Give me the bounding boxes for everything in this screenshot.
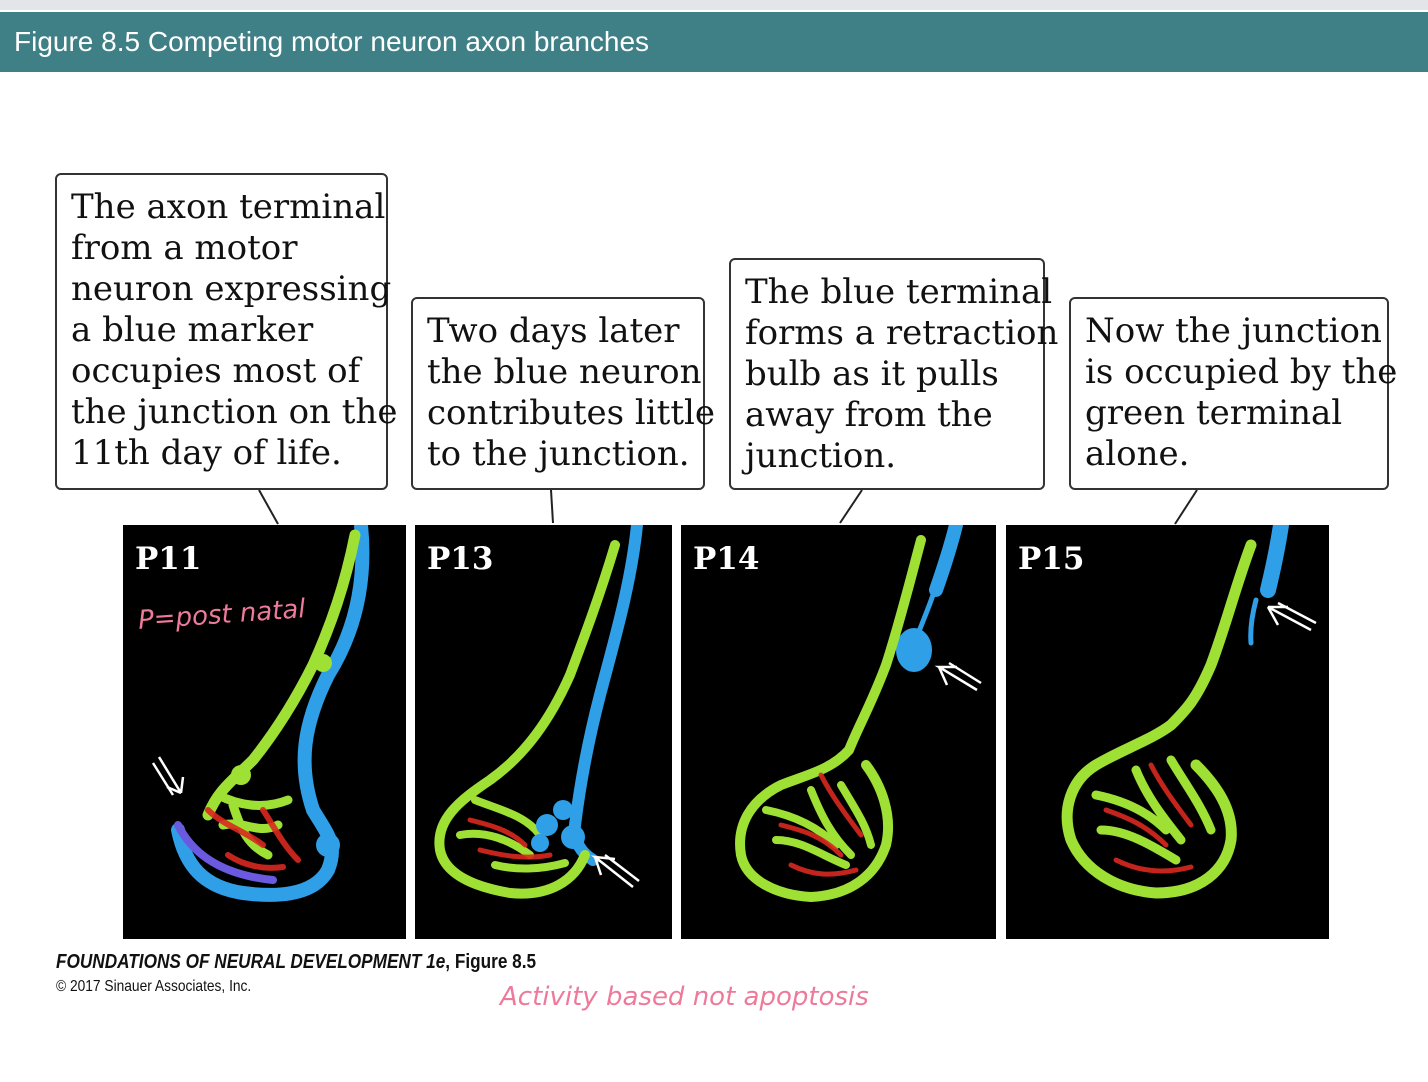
callout-p14-line: away from the <box>745 395 993 435</box>
micrograph-panel-p13: P13 <box>415 525 672 939</box>
figure-title-bar: Figure 8.5 Competing motor neuron axon b… <box>0 12 1428 72</box>
micrograph-p14-image <box>735 525 982 903</box>
callout-p11-line: a blue marker <box>71 310 314 350</box>
callout-p14-line: The blue terminal <box>745 272 1053 312</box>
callout-p13-line: contributes little <box>427 393 715 433</box>
micrograph-p11-image <box>151 525 370 902</box>
leader-line-p11 <box>258 489 279 525</box>
arrow-icon <box>934 661 982 692</box>
credit-figure-ref: , Figure 8.5 <box>445 951 537 973</box>
green-varicosity <box>231 765 251 785</box>
micrograph-panel-p11: P11 <box>123 525 406 939</box>
callout-p11-line: The axon terminal <box>71 187 386 227</box>
leader-line-p13 <box>550 489 554 524</box>
callout-p11-line: the junction on the <box>71 392 398 432</box>
arrow-icon <box>1266 601 1317 632</box>
callout-p14-line: bulb as it pulls <box>745 354 999 394</box>
callout-p13-line: Two days later <box>427 311 680 351</box>
figure-credit: FOUNDATIONS OF NEURAL DEVELOPMENT 1e, Fi… <box>56 951 614 996</box>
callout-p15-line: green terminal <box>1085 393 1343 433</box>
top-edge-strip <box>0 0 1428 10</box>
callout-p14: The blue terminal forms a retraction bul… <box>729 258 1059 490</box>
arrow-icon <box>151 756 185 796</box>
blue-varicosity <box>553 800 573 820</box>
blue-varicosity <box>536 814 558 836</box>
blue-varicosity <box>561 825 585 849</box>
callout-p11-line: neuron expressing <box>71 269 392 309</box>
panel-label-p13: P13 <box>427 541 494 577</box>
callout-p15-line: is occupied by the <box>1085 352 1398 392</box>
callout-p11-line: occupies most of <box>71 351 361 391</box>
micrograph-panel-p15: P15 <box>1006 525 1329 939</box>
micrograph-p13-image <box>434 525 643 899</box>
callout-p14-line: forms a retraction <box>745 313 1059 353</box>
callout-p13: Two days later the blue neuron contribut… <box>411 297 715 490</box>
callout-p15-line: alone. <box>1085 434 1190 474</box>
callout-p11-line: from a motor <box>71 228 298 268</box>
panel-label-p14: P14 <box>693 541 760 577</box>
panel-label-p15: P15 <box>1018 541 1085 577</box>
callout-p15-line: Now the junction <box>1085 311 1382 351</box>
green-varicosity <box>314 654 332 672</box>
credit-copyright: © 2017 Sinauer Associates, Inc. <box>56 978 252 995</box>
callout-p11: The axon terminal from a motor neuron ex… <box>55 173 398 490</box>
callout-p15: Now the junction is occupied by the gree… <box>1069 297 1398 490</box>
callout-p11-line: 11th day of life. <box>71 433 342 473</box>
callout-p14-line: junction. <box>745 436 897 476</box>
credit-book: FOUNDATIONS OF NEURAL DEVELOPMENT 1e <box>56 951 446 973</box>
micrograph-p15-image <box>1061 525 1317 899</box>
figure-title: Figure 8.5 Competing motor neuron axon b… <box>14 26 650 57</box>
leader-line-p14 <box>839 489 863 524</box>
activity-annotation: Activity based not apoptosis <box>500 982 869 1012</box>
callout-p13-line: the blue neuron <box>427 352 702 392</box>
blue-varicosity <box>316 833 340 857</box>
callout-p13-line: to the junction. <box>427 434 690 474</box>
leader-line-p15 <box>1174 489 1198 525</box>
blue-varicosity <box>531 834 549 852</box>
panel-label-p11: P11 <box>135 541 202 577</box>
retraction-bulb <box>896 628 932 672</box>
credit-line: FOUNDATIONS OF NEURAL DEVELOPMENT 1e, Fi… <box>56 951 536 974</box>
arrow-icon <box>590 854 640 888</box>
micrograph-panel-p14: P14 <box>681 525 996 939</box>
